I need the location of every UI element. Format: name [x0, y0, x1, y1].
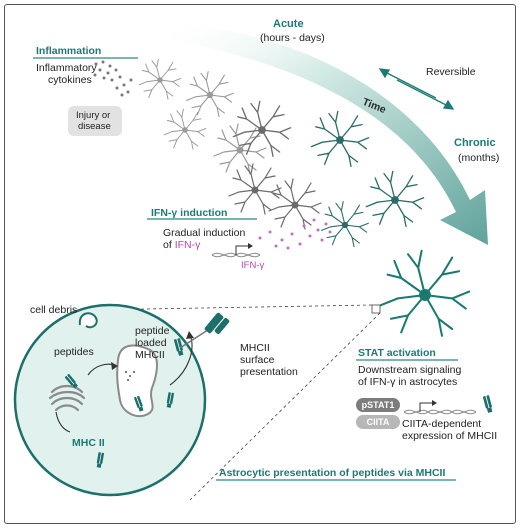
ciita-line1: CIITA-dependent: [402, 418, 482, 430]
astrocyte-cell-zoom: [13, 303, 207, 497]
injury-line2: disease: [78, 121, 111, 132]
injury-line1: Injury or: [76, 110, 111, 121]
ifn-gene-icon: [211, 243, 261, 258]
surface-line1: MHCII: [240, 342, 270, 354]
ciita-pill: [356, 415, 400, 429]
pstat1-pill: [356, 398, 400, 412]
loaded-line3: MHCII: [135, 349, 165, 361]
surface-line2: surface: [240, 354, 275, 366]
cell-debris-label: cell debris: [30, 304, 78, 316]
acute-label: Acute: [273, 18, 304, 30]
bottom-heading: Astrocytic presentation of peptides via …: [219, 467, 446, 479]
reversible-arrows-icon: [378, 68, 455, 110]
chronic-sub: (months): [458, 152, 500, 164]
injury-box: [68, 106, 122, 136]
ifn-heading: IFN-γ induction: [151, 207, 228, 219]
ifn-gene-label: IFN-γ: [241, 260, 265, 271]
ciita-line2: expression of MHCII: [402, 430, 498, 442]
astrocyte-grey-cells: [138, 58, 267, 175]
mhc-surface-icon: [179, 312, 230, 349]
mhc-label: MHC II: [72, 437, 105, 449]
golgi-icon: [48, 384, 86, 412]
figure-frame: [4, 4, 516, 524]
loaded-line2: loaded: [135, 337, 167, 349]
ciita-label: CIITA: [366, 417, 390, 427]
pstat1-label: pSTAT1: [361, 400, 395, 410]
ifn-dots-icon: [258, 218, 332, 250]
astrocyte-reactive-cell: [379, 249, 471, 337]
peptides-label: peptides: [54, 346, 94, 358]
stat-line2: of IFN-γ in astrocytes: [358, 376, 458, 388]
time-arrow: [160, 22, 488, 245]
stat-heading: STAT activation: [358, 347, 436, 359]
stat-line1: Downstream signaling: [358, 364, 462, 376]
inflammation-heading: Inflammation: [36, 45, 102, 57]
reversible-label: Reversible: [426, 66, 476, 78]
loaded-line1: peptide: [135, 325, 170, 337]
mhc-loaded-vesicle: [116, 344, 158, 418]
astrocyte-dark-grey-cells: [228, 100, 322, 230]
ifn-gradual-line1: Gradual induction: [163, 227, 246, 239]
ifn-gradual-line2: of IFN-γ: [163, 239, 201, 251]
chronic-label: Chronic: [454, 137, 496, 149]
surface-line3: presentation: [240, 366, 298, 378]
ciita-gene-icon: [403, 400, 477, 415]
cytokines-line1: Inflammatory: [36, 62, 97, 74]
cytokine-dots-icon: [93, 60, 133, 97]
acute-sub: (hours - days): [260, 32, 325, 44]
cytokines-line2: cytokines: [48, 74, 92, 86]
mhc-icon-stat: [482, 394, 494, 414]
